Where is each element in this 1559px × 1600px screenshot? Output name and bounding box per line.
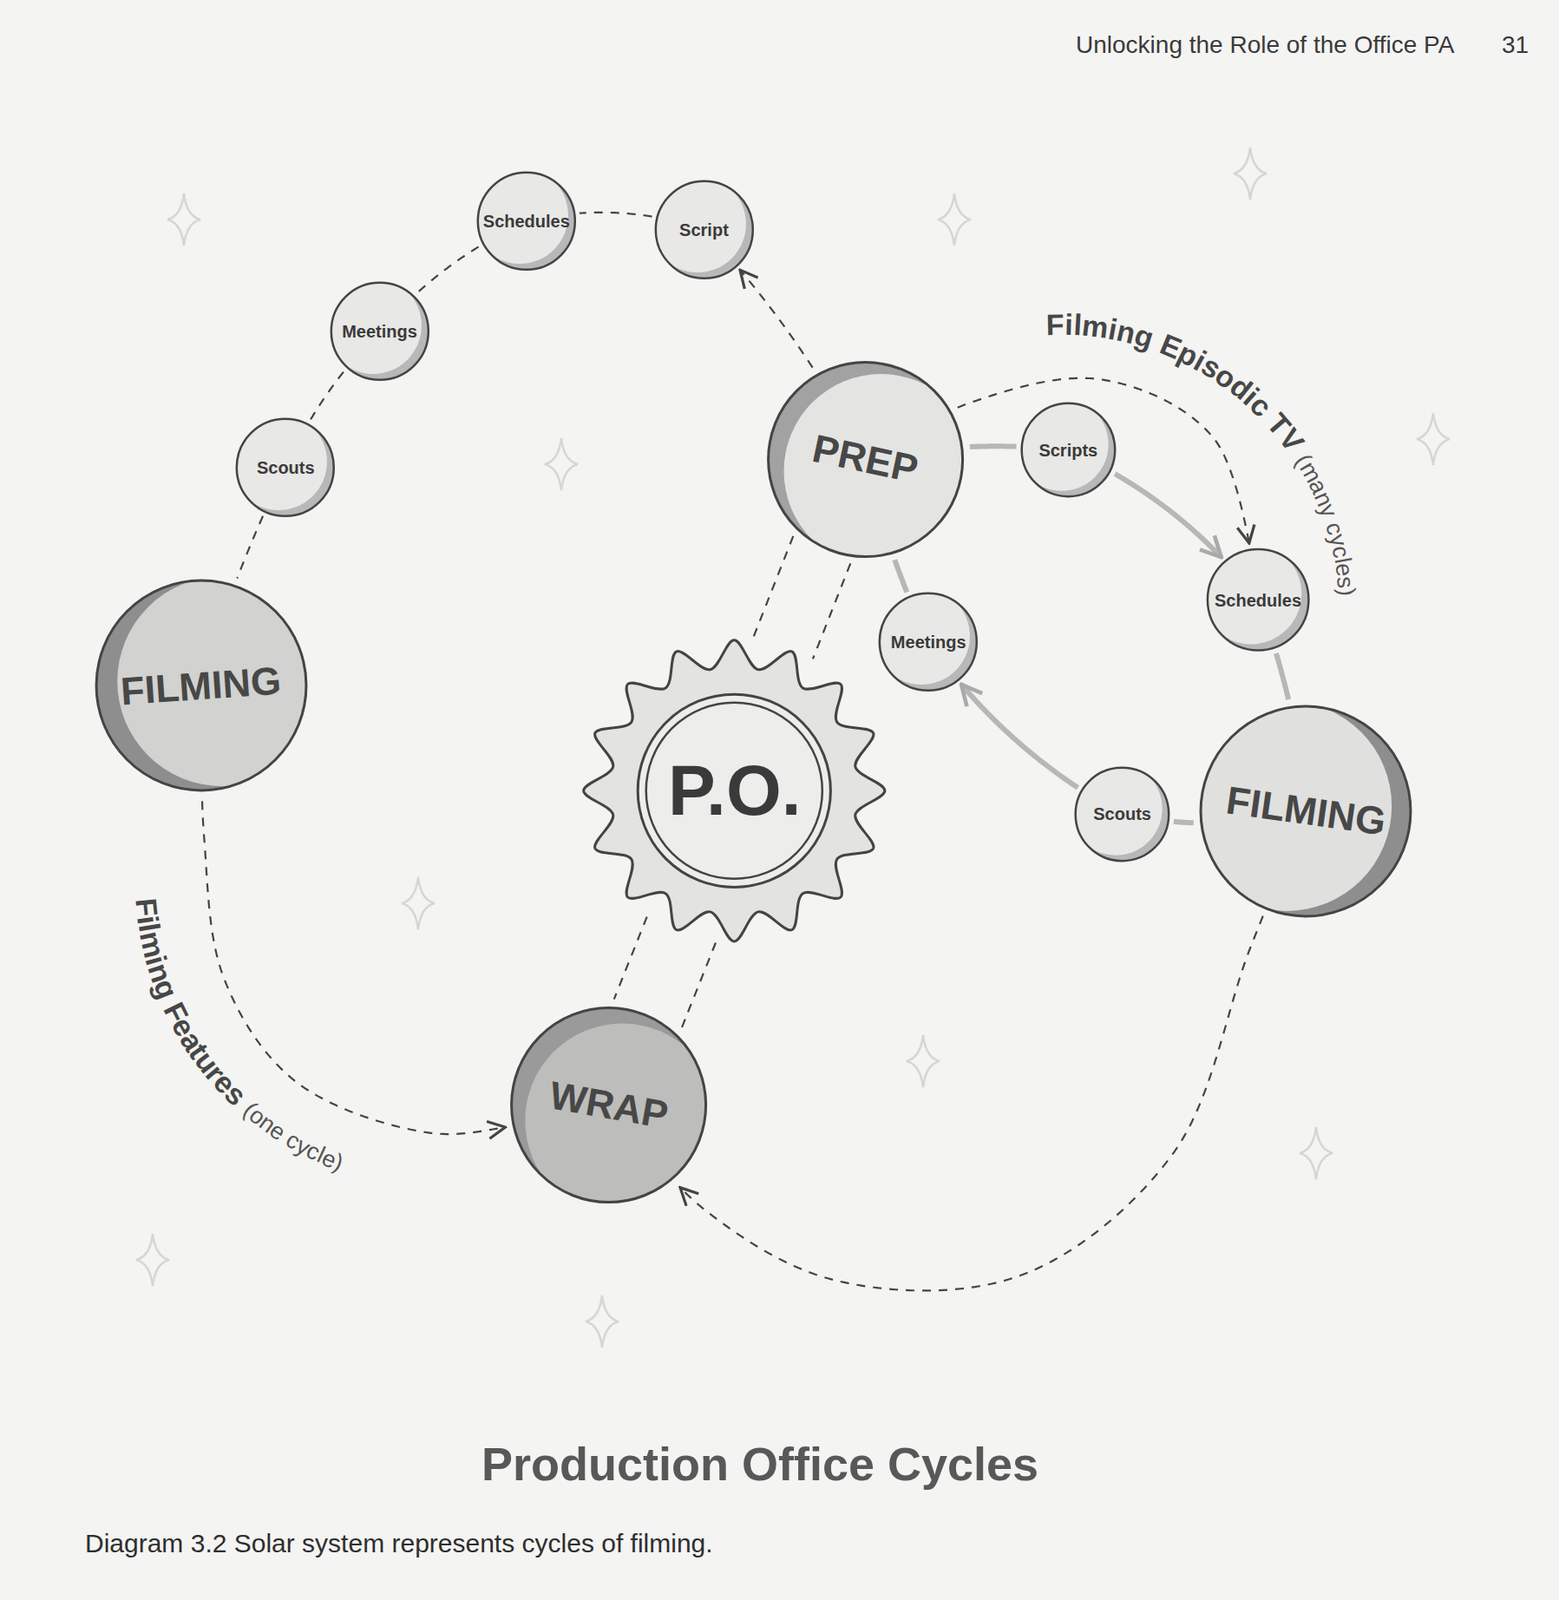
- sun-ring: [646, 702, 823, 879]
- task-label: Scouts: [1093, 804, 1152, 824]
- cycle-connector: [969, 443, 1017, 450]
- text-anchor: Diagram 3.2 Solar system represents cycl…: [85, 1528, 714, 1559]
- orbit-connector: [753, 536, 793, 639]
- planet-outline: [879, 593, 977, 691]
- planet-outline: [767, 361, 963, 557]
- orbit-connector: [957, 378, 1250, 544]
- sparkle-star: [1233, 147, 1267, 200]
- cycle-connector: [1173, 821, 1194, 823]
- orbit-label-letter: ): [1334, 587, 1359, 597]
- task-label: Schedules: [1214, 590, 1302, 610]
- task-label: Meetings: [341, 321, 418, 341]
- sparkle-star: [585, 1295, 619, 1348]
- planet-outline: [1075, 767, 1170, 862]
- sun-rays: [583, 640, 885, 942]
- orbit-connector: [681, 942, 716, 1029]
- planet-node: Schedules: [1205, 546, 1311, 653]
- planet-node: PREP: [763, 357, 968, 562]
- orbit-label-letter: i: [1064, 309, 1074, 340]
- cycle-connector: [961, 684, 1078, 788]
- planet-node: Scripts: [1019, 400, 1118, 499]
- planet-node: Script: [653, 178, 756, 282]
- planet-outline: [1021, 403, 1116, 498]
- figure-caption: Diagram 3.2 Solar system represents cycl…: [85, 1528, 714, 1559]
- orbit-connector: [579, 212, 653, 217]
- cycle-connector: [1114, 473, 1222, 557]
- orbit-label-letter: F: [1046, 309, 1065, 340]
- cycle-connector: [1276, 653, 1289, 700]
- planet-outline: [236, 419, 335, 517]
- text-anchor: Unlocking the Role of the Office PA: [1075, 31, 1455, 59]
- sparkle-star: [1299, 1126, 1333, 1180]
- planet-outline: [478, 172, 576, 270]
- planet-outline: [1200, 706, 1411, 917]
- planet-node: Meetings: [877, 590, 980, 694]
- planet-light: [117, 576, 328, 787]
- sparkle-star: [401, 877, 435, 930]
- orbit-connector: [236, 516, 263, 579]
- orbit-connector: [614, 917, 648, 1000]
- task-label: Meetings: [890, 632, 967, 652]
- sparkle-star: [167, 193, 201, 246]
- task-label: Schedules: [483, 211, 570, 231]
- sparkle-star: [906, 1034, 940, 1088]
- orbit-connector: [417, 246, 479, 293]
- planet-node: FILMING: [1195, 700, 1416, 922]
- sun-node: P.O.: [576, 632, 893, 950]
- orbit-connector: [202, 800, 505, 1134]
- sparkle-star: [1416, 412, 1450, 466]
- page-number: 31: [1501, 31, 1529, 59]
- planet-node: Scouts: [1073, 765, 1172, 864]
- planet-node: Schedules: [475, 170, 578, 273]
- planet-outline: [330, 282, 428, 380]
- sun-disc: [638, 694, 832, 887]
- task-label: Script: [679, 220, 729, 240]
- planet-outline: [96, 580, 307, 791]
- diagram-title: Production Office Cycles: [481, 1436, 1039, 1491]
- orbit-connector: [812, 563, 851, 659]
- planet-light: [1182, 700, 1393, 911]
- orbit-connector: [740, 269, 813, 368]
- orbit-connector: [680, 916, 1264, 1291]
- planet-node: Scouts: [234, 416, 337, 519]
- sparkle-star: [937, 193, 971, 246]
- orbit-connector: [310, 372, 344, 420]
- sparkle-star: [544, 438, 578, 491]
- planet-node: WRAP: [506, 1002, 711, 1207]
- running-header: Unlocking the Role of the Office PA: [1075, 31, 1455, 59]
- planet-node: Meetings: [328, 280, 432, 383]
- planet-node: FILMING: [91, 575, 312, 796]
- task-label: Scripts: [1038, 440, 1098, 460]
- orbit-label-letter: s: [1332, 575, 1357, 590]
- orbit-label-letter: m: [1080, 310, 1110, 343]
- planet-outline: [1207, 549, 1309, 650]
- text-anchor: Production Office Cycles: [481, 1436, 1039, 1491]
- sun-label: P.O.: [668, 751, 801, 830]
- planet-outline: [655, 181, 753, 279]
- sparkle-star: [136, 1233, 170, 1286]
- cycle-connector: [894, 559, 907, 592]
- planet-outline: [511, 1008, 707, 1203]
- task-label: Scouts: [256, 458, 315, 478]
- text-anchor: 31: [1501, 31, 1529, 59]
- planet-light: [783, 373, 978, 569]
